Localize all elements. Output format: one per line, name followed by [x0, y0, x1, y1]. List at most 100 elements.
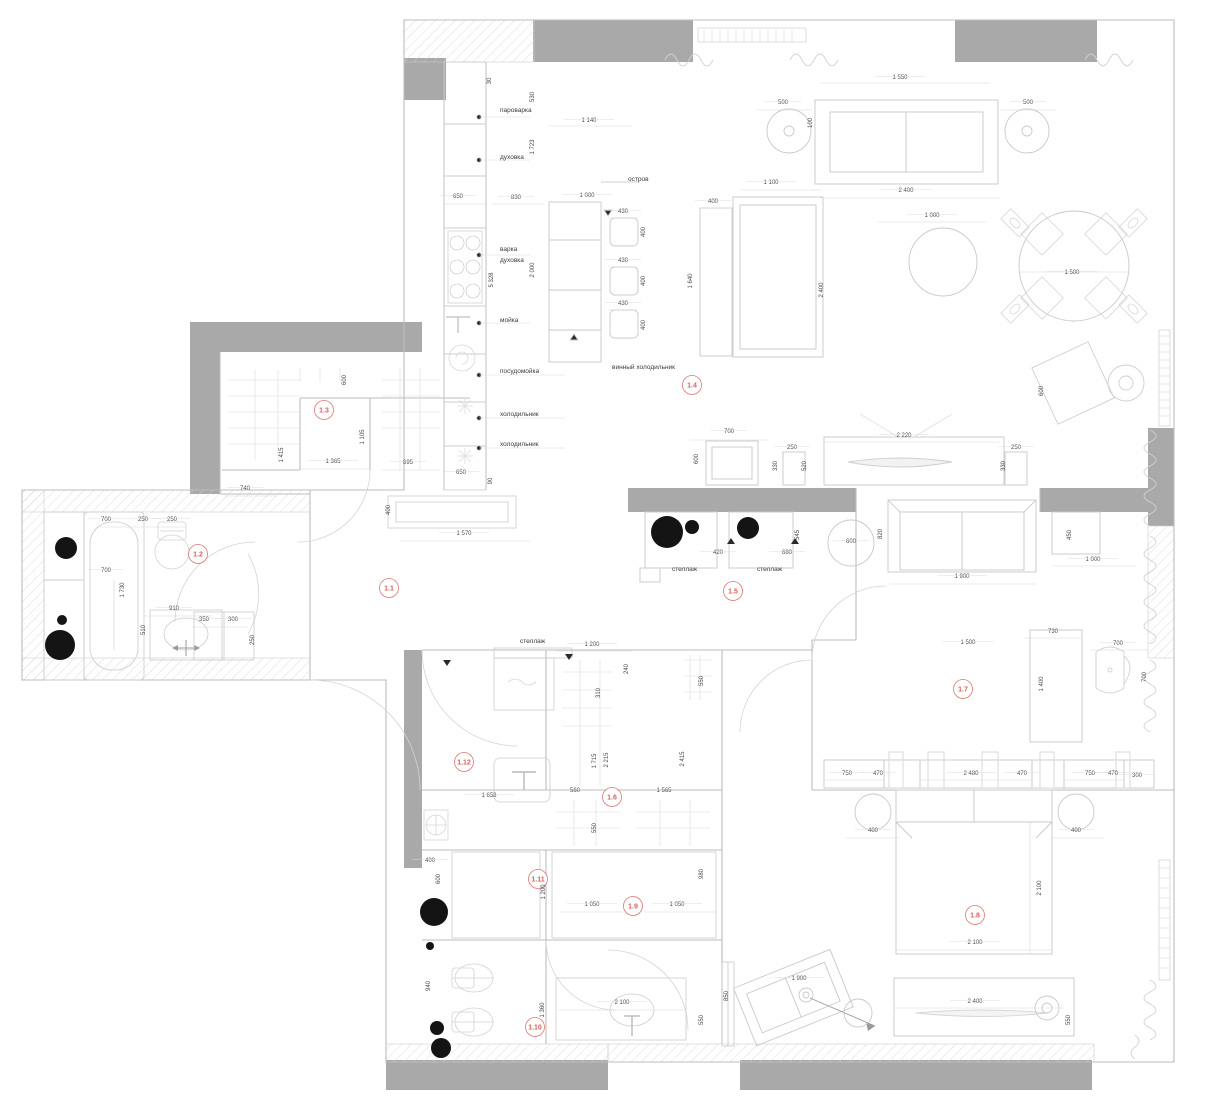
left-wing-fixtures — [43, 368, 517, 681]
dimension-text: 100 — [808, 117, 814, 128]
dimension-text: 1 050 — [584, 902, 600, 908]
dimension-text: 1 365 — [325, 459, 341, 465]
furniture-label: варка — [500, 246, 518, 253]
dimension-text: 2 000 — [530, 262, 536, 278]
dimension-text: 700 — [1142, 671, 1148, 682]
dimension-text: 700 — [1113, 641, 1124, 647]
room-label-1-10[interactable]: 1.10 — [525, 1017, 545, 1037]
dimension-text: 2 415 — [680, 751, 686, 767]
dimension-text: 330 — [773, 460, 779, 471]
furniture-label: мойка — [500, 316, 519, 324]
dimension-text: 650 — [453, 194, 464, 200]
dimension-text: 2 400 — [898, 188, 914, 194]
furniture-label: остров — [628, 176, 649, 183]
dimension-text: 550 — [592, 822, 598, 833]
room-number: 1.11 — [531, 877, 544, 884]
room-label-1-11[interactable]: 1.11 — [528, 869, 548, 889]
room-label-1-1[interactable]: 1.1 — [379, 578, 399, 598]
dimension-text: 470 — [1017, 771, 1028, 777]
dimension-text: 560 — [570, 788, 581, 794]
dimension-text: 1 658 — [481, 793, 497, 799]
room-number: 1.1 — [384, 586, 394, 593]
dimension-text: 740 — [240, 486, 251, 492]
dimension-text: 695 — [403, 460, 414, 466]
dimension-text: 300 — [228, 617, 239, 623]
room-label-1-3[interactable]: 1.3 — [314, 400, 334, 420]
dimension-text: 500 — [778, 100, 789, 106]
room-label-1-6[interactable]: 1.6 — [602, 787, 622, 807]
lower-right-furniture — [721, 948, 1075, 1047]
dimension-text: 1 900 — [791, 976, 807, 982]
room-number: 1.12 — [457, 760, 471, 767]
room-label-1-2[interactable]: 1.2 — [188, 544, 208, 564]
dimension-text: 545 — [795, 529, 801, 540]
room-number: 1.7 — [958, 687, 968, 694]
room-label-1-4[interactable]: 1.4 — [682, 375, 702, 395]
room-label-1-9[interactable]: 1.9 — [623, 896, 643, 916]
dimension-text: 250 — [167, 517, 178, 523]
dimension-text: 550 — [699, 1014, 705, 1025]
dimension-text: 250 — [1011, 445, 1022, 451]
dimension-text: 2 215 — [604, 752, 610, 768]
core-fixtures — [420, 647, 717, 1058]
dimension-text: 1 105 — [360, 429, 366, 445]
windows — [697, 27, 1171, 981]
dimension-text: 450 — [1067, 529, 1073, 540]
dimension-text: 1 200 — [541, 884, 547, 900]
dimension-text: 500 — [1023, 100, 1034, 106]
dimension-text: 1 050 — [669, 902, 685, 908]
dimension-text: 600 — [846, 539, 857, 545]
dimension-text: 1 550 — [892, 75, 908, 81]
dimension-text: 1 360 — [540, 1002, 546, 1018]
radiator-icon — [664, 53, 1157, 1060]
room-label-1-12[interactable]: 1.12 — [454, 752, 474, 772]
dimension-text: 940 — [426, 980, 432, 991]
dimension-text: 910 — [169, 606, 180, 612]
dimension-text: 1 200 — [584, 642, 600, 648]
dimension-text: 600 — [1039, 385, 1045, 396]
dimension-text: 700 — [101, 517, 112, 523]
dimension-text: 330 — [1001, 460, 1007, 471]
dimension-text: 600 — [436, 873, 442, 884]
dimension-text: 700 — [101, 568, 112, 574]
room-label-1-7[interactable]: 1.7 — [953, 679, 973, 699]
door-swing — [174, 469, 887, 1031]
kitchen-island — [548, 181, 640, 363]
wine-fridge — [699, 207, 733, 357]
study-furniture — [1029, 629, 1131, 743]
dimension-text: 520 — [802, 460, 808, 471]
living-room-furniture — [639, 413, 1101, 583]
room-number: 1.5 — [728, 589, 738, 596]
dimension-text: 650 — [456, 470, 467, 476]
dimension-text: 1 565 — [656, 788, 672, 794]
furniture-label: винный холодильник — [612, 363, 675, 371]
dimension-text: 510 — [141, 624, 147, 635]
dimension-text: 1 000 — [1085, 557, 1101, 563]
dimension-text: 1 500 — [960, 640, 976, 646]
dimension-text: 820 — [878, 528, 884, 539]
partition-walls — [21, 19, 1175, 1063]
dimension-text: 240 — [624, 663, 630, 674]
room-label-1-5[interactable]: 1.5 — [723, 581, 743, 601]
dimension-text: 1 570 — [456, 531, 472, 537]
furniture-label: посудомойка — [500, 367, 540, 375]
room-label-1-8[interactable]: 1.8 — [965, 905, 985, 925]
dimension-text: 400 — [641, 275, 647, 286]
dimension-text: 700 — [724, 429, 735, 435]
dimension-text: 2 480 — [963, 771, 979, 777]
dimension-text: 2 400 — [967, 999, 983, 1005]
furniture-label: холодильник — [500, 441, 539, 448]
room-number: 1.8 — [970, 913, 980, 920]
furniture-label: холодильник — [500, 411, 539, 418]
dimension-text: 1 730 — [120, 582, 126, 598]
dimension-text: 530 — [530, 91, 536, 102]
dimension-text: 90 — [488, 477, 494, 484]
dimension-text: 730 — [1048, 629, 1059, 635]
dimension-text: 1 000 — [924, 213, 940, 219]
dimension-text: 430 — [618, 301, 629, 307]
room-number: 1.3 — [319, 408, 329, 415]
dimension-text: 400 — [641, 319, 647, 330]
dimension-text: 2 220 — [896, 433, 912, 439]
